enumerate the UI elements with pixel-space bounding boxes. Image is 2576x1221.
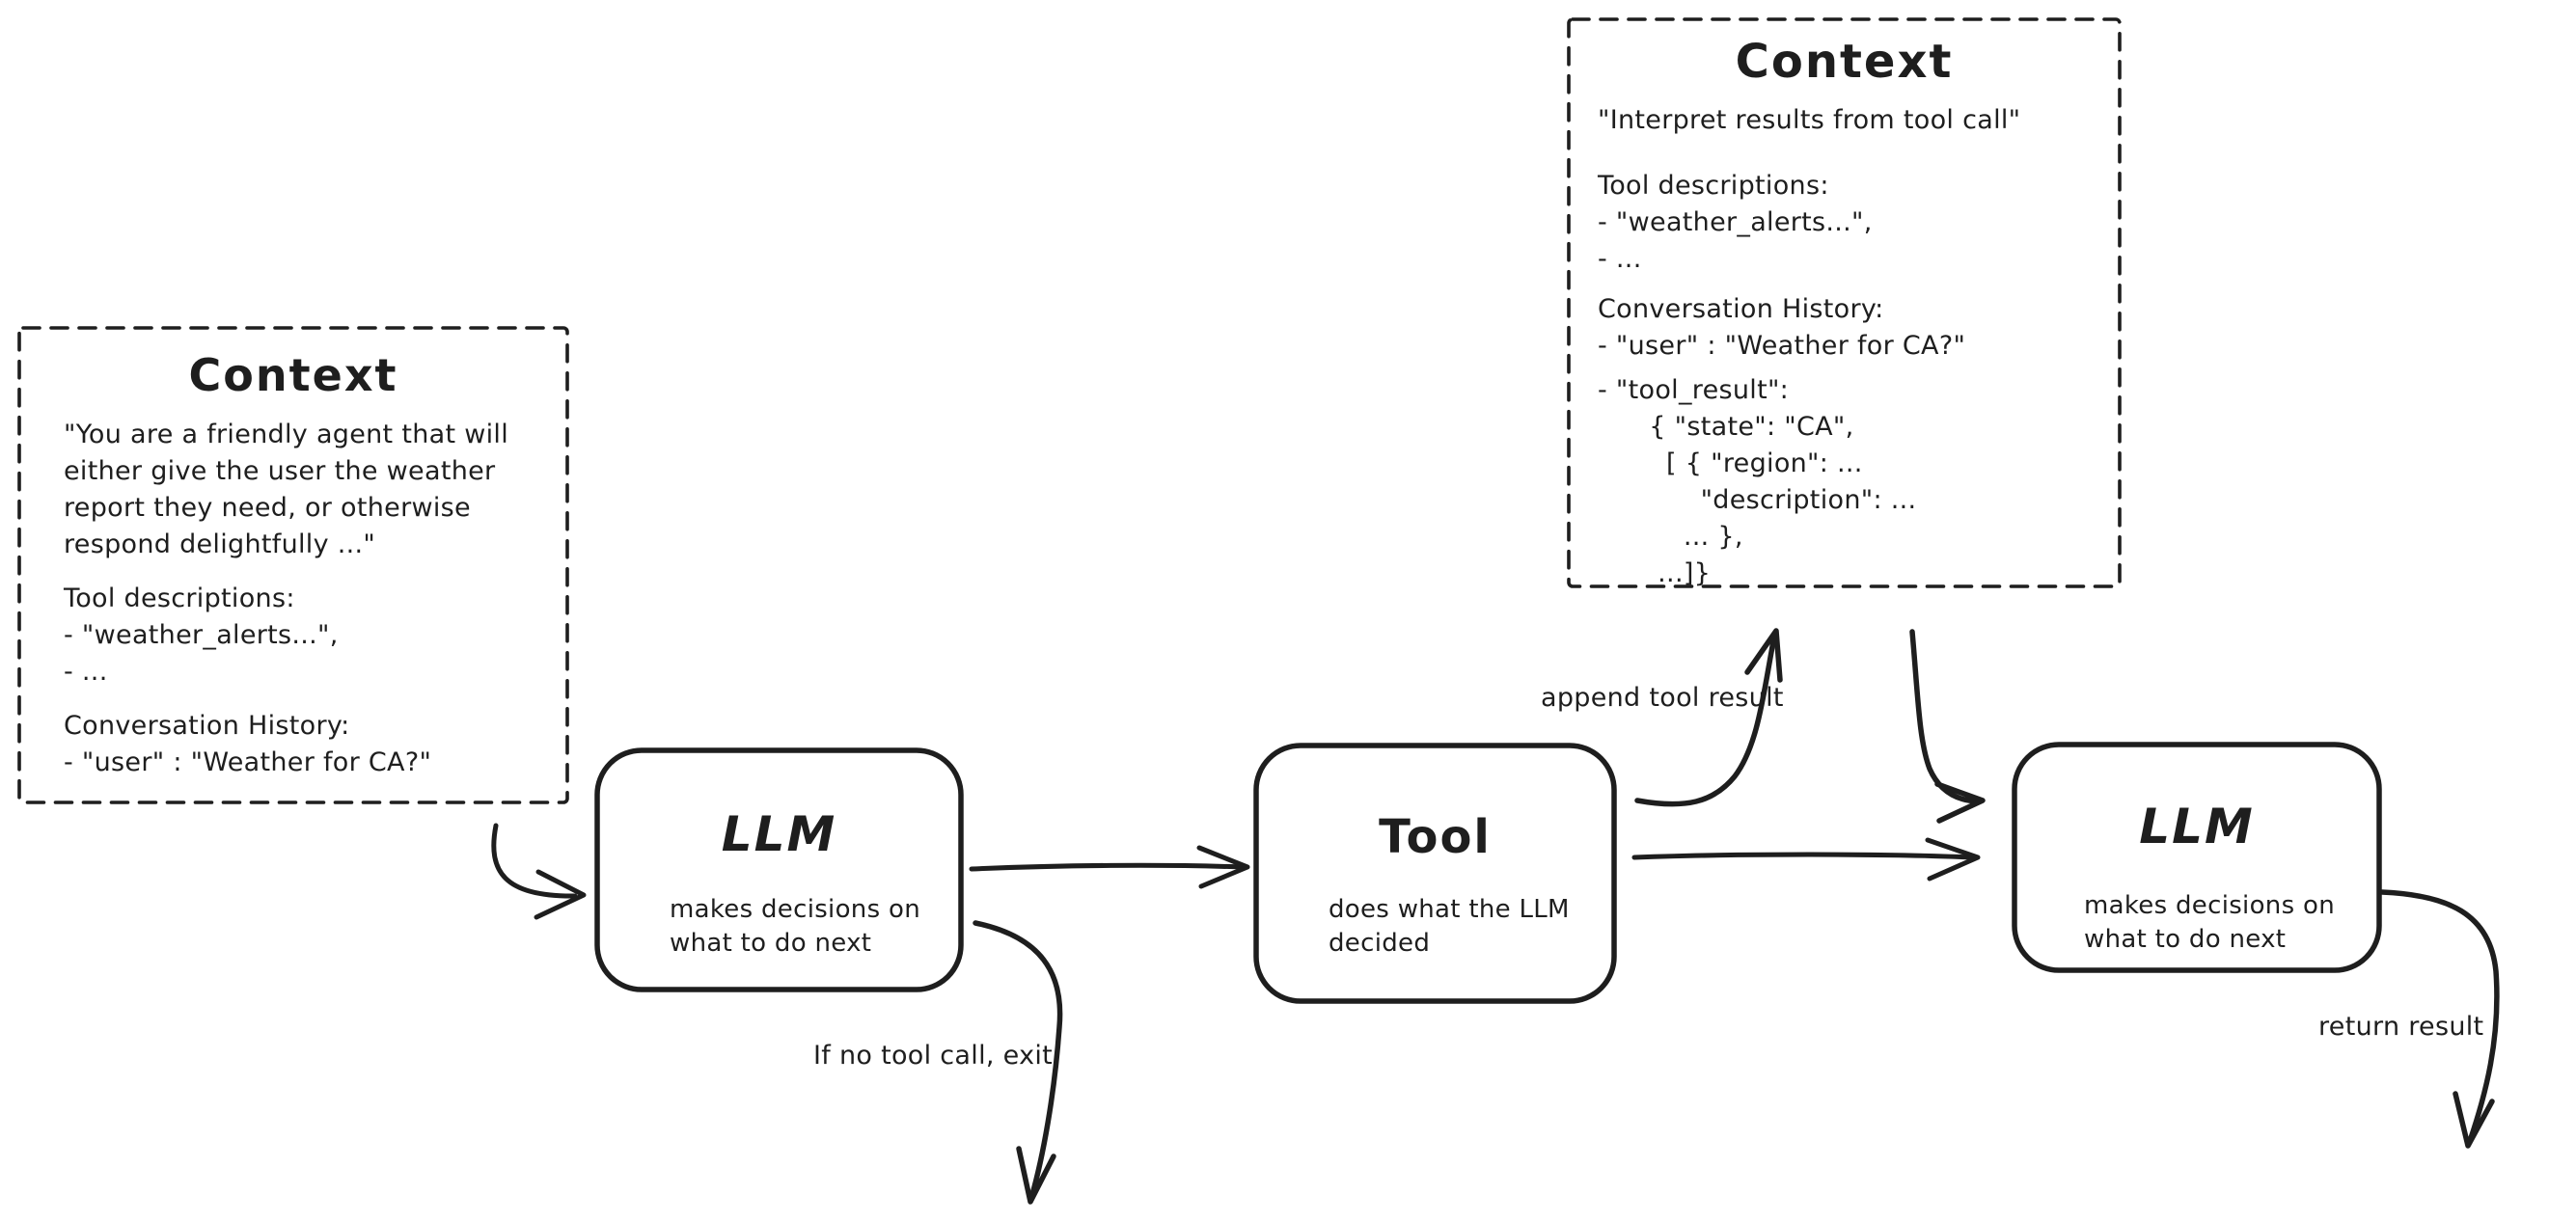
context-text-line: - "weather_alerts...",: [1598, 207, 1873, 237]
tool-subtitle: does what the LLM decided: [1329, 895, 1570, 958]
context-text-line: - "weather_alerts...",: [64, 620, 339, 650]
append-tool-result-label: append tool result: [1541, 683, 1784, 713]
context-top-box: Context "Interpret results from tool cal…: [1569, 19, 2120, 588]
tool-title: Tool: [1379, 810, 1492, 864]
llm1-subtitle: makes decisions on what to do next: [670, 895, 920, 958]
context-text-line: - "user" : "Weather for CA?": [64, 747, 432, 777]
arrow-tool-to-context: [1634, 628, 1783, 807]
context-text-line: ... },: [1598, 522, 1743, 552]
context-text-line: - ...: [1598, 244, 1642, 274]
context-text-line: - "tool_result":: [1598, 375, 1790, 405]
llm1-node-border: [594, 747, 964, 992]
tool-node-border: [1253, 743, 1617, 1004]
context-text-line: Tool descriptions:: [1598, 171, 1829, 201]
context-text-line: - ...: [64, 657, 108, 687]
context-text-line: - "user" : "Weather for CA?": [1598, 331, 1966, 361]
context-left-title: Context: [188, 349, 398, 401]
context-left-box: Context "You are a friendly agent that w…: [19, 328, 567, 802]
context-text-line: ...]}: [1598, 558, 1712, 588]
arrow-context-to-llm1: [491, 823, 587, 920]
llm2-subtitle: makes decisions on what to do next: [2084, 891, 2335, 954]
context-text-line: report they need, or otherwise: [64, 493, 471, 523]
if-no-tool-call-exit-label: If no tool call, exit: [813, 1041, 1054, 1071]
context-left-border: [17, 326, 569, 804]
context-text-line: Tool descriptions:: [64, 583, 295, 613]
llm2-node-border: [2012, 742, 2382, 973]
context-text-line: { "state": "CA",: [1598, 412, 1854, 442]
context-text-line: respond delightfully ...": [64, 529, 376, 559]
arrow-context-to-llm2: [1909, 629, 1986, 824]
context-top-border: [1567, 17, 2122, 588]
context-text-line: "description": ...: [1598, 485, 1917, 515]
context-text-line: Conversation History:: [1598, 294, 1884, 324]
arrow-llm2-return: [2379, 889, 2500, 1149]
arrow-llm1-to-tool: [969, 845, 1250, 889]
return-result-label: return result: [2318, 1012, 2484, 1042]
context-text-line: either give the user the weather: [64, 456, 496, 486]
context-left-body: "You are a friendly agent that will eithe…: [64, 417, 556, 781]
context-text-line: Conversation History:: [64, 711, 350, 741]
llm2-title: LLM: [2139, 799, 2255, 855]
context-top-title: Context: [1735, 35, 1954, 89]
arrow-llm1-exit: [973, 920, 1063, 1205]
context-text-line: "Interpret results from tool call": [1598, 105, 2021, 135]
context-top-body: "Interpret results from tool call" Tool d…: [1598, 102, 2110, 592]
context-text-line: [ { "region": ...: [1598, 448, 1863, 478]
context-text-line: "You are a friendly agent that will: [64, 420, 509, 449]
llm1-title: LLM: [721, 806, 837, 862]
arrow-tool-to-llm2: [1631, 837, 1981, 882]
